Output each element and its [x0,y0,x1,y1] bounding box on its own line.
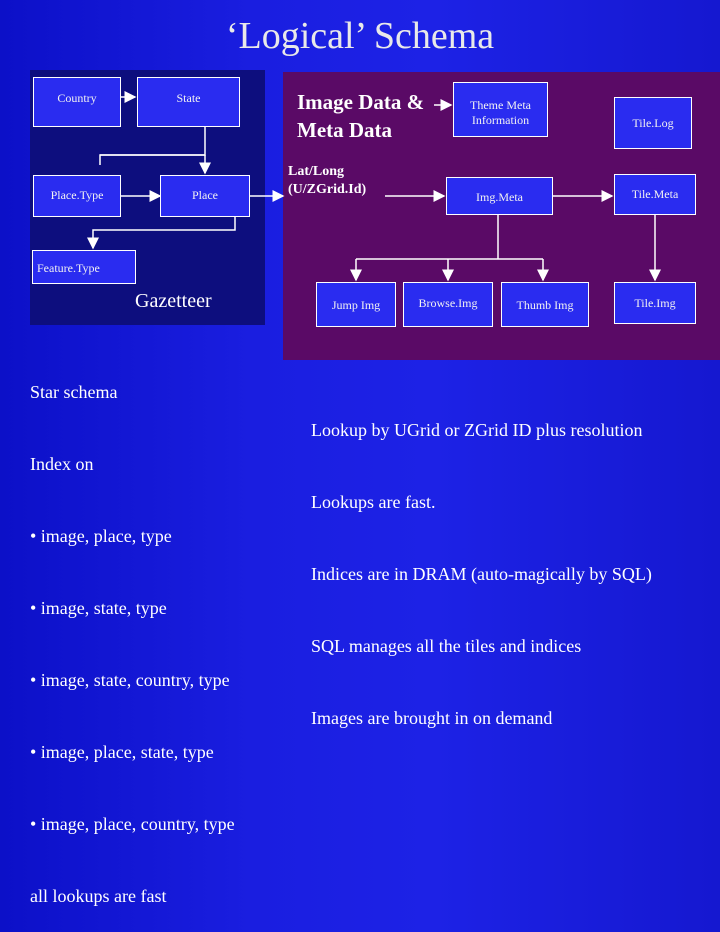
latlong-key: Lat/Long (U/ZGrid.Id) [288,163,366,199]
tile-meta-table: Tile.Meta [614,174,696,215]
state-label: State [176,91,201,105]
place-table: Place [160,175,250,217]
lookup-note: Images are brought in on demand [311,708,553,728]
img-meta-label: Img.Meta [476,190,523,204]
feature-type-label: Feature.Type [37,261,100,275]
lookup-note: Lookup by UGrid or ZGrid ID plus resolut… [311,420,643,440]
lookup-note: SQL manages all the tiles and indices [311,636,582,656]
tile-img-label: Tile.Img [634,296,676,310]
latlong-line1: Lat/Long [288,164,345,179]
thumb-img-table: Thumb Img [501,282,589,327]
browse-img-table: Browse.Img [403,282,493,327]
theme-meta-line1: Theme Meta [470,98,531,112]
theme-meta-table: Theme Meta Information [453,82,548,137]
connector-lines [87,91,661,282]
feature-type-table: Feature.Type [32,250,136,284]
img-meta-table: Img.Meta [446,177,553,215]
star-note: • image, place, type [30,526,172,546]
latlong-line2: (U/ZGrid.Id) [288,182,367,197]
theme-meta-line2: Information [471,113,530,127]
jump-img-table: Jump Img [316,282,396,327]
browse-img-label: Browse.Img [418,296,478,310]
lookup-note: Lookups are fast. [311,492,436,512]
gazetteer-label: Gazetteer [135,290,212,312]
star-note: • image, state, type [30,598,167,618]
tile-log-label: Tile.Log [632,116,674,130]
thumb-img-label: Thumb Img [516,298,574,312]
slide-title: ‘Logical’ Schema [225,15,495,57]
state-table: State [137,77,240,127]
connector-state-place [99,127,206,165]
star-note: Star schema [30,382,118,402]
place-type-label: Place.Type [50,188,104,202]
star-schema-notes: Star schema Index on • image, place, typ… [30,332,235,932]
lookup-notes: Lookup by UGrid or ZGrid ID plus resolut… [311,370,652,754]
star-note: • image, state, country, type [30,670,230,690]
arrow-place-featuretype [87,210,236,250]
country-table: Country [33,77,121,127]
place-label: Place [192,188,218,202]
tile-img-table: Tile.Img [614,282,696,324]
tile-log-table: Tile.Log [614,97,692,149]
image-data-heading: Image Data & Meta Data [297,88,424,144]
image-data-heading-line2: Meta Data [297,118,393,142]
tile-meta-label: Tile.Meta [631,187,679,201]
jump-img-label: Jump Img [331,298,381,312]
place-type-table: Place.Type [33,175,121,217]
star-note: • image, place, state, type [30,742,214,762]
star-note: • image, place, country, type [30,814,235,834]
star-note: Index on [30,454,94,474]
image-data-heading-line1: Image Data & [297,90,425,114]
lookup-note: Indices are in DRAM (auto-magically by S… [311,564,652,584]
country-label: Country [57,91,97,105]
star-note: all lookups are fast [30,886,167,906]
